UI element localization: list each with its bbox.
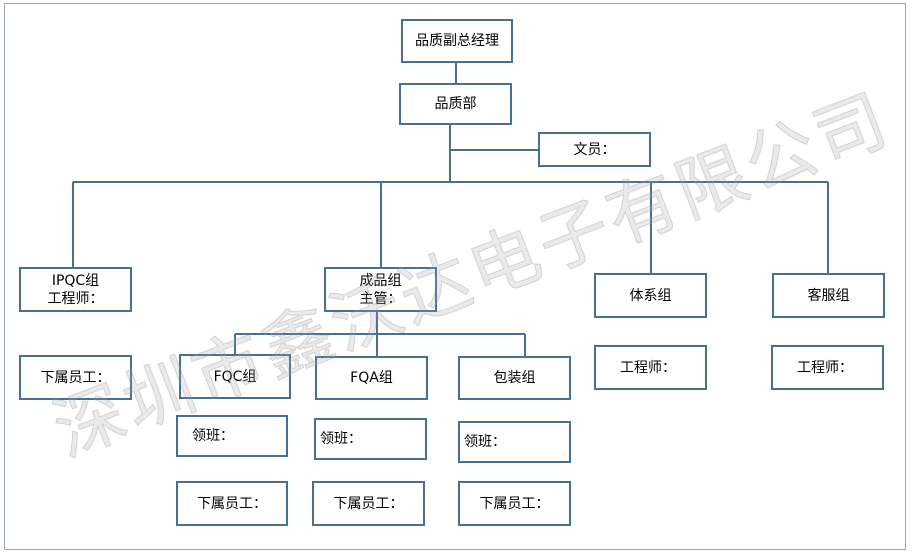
node-fqa: FQA组 [315, 356, 428, 400]
node-ipqc-line1: IPQC组 [51, 272, 100, 289]
node-fqc: FQC组 [179, 354, 291, 399]
node-fqa-staff: 下属员工： [312, 481, 425, 526]
node-packaging: 包装组 [458, 356, 571, 400]
node-finished-goods-line1: 成品组 [359, 272, 402, 289]
node-fqc-staff-label: 下属员工： [197, 495, 267, 512]
node-fqc-label: FQC组 [213, 368, 257, 385]
node-quality-dept-label: 品质部 [434, 96, 477, 112]
node-quality-vp: 品质副总经理 [401, 19, 513, 63]
node-fqa-lead-label: 领班： [320, 431, 362, 447]
node-ipqc-staff-label: 下属员工： [40, 369, 111, 386]
node-service-label: 客服组 [807, 287, 850, 304]
node-ipqc-line2: 工程师： [47, 290, 104, 307]
node-fqc-lead: 领班： [176, 415, 288, 457]
node-clerk: 文员： [538, 132, 651, 167]
node-system-engineer: 工程师： [594, 345, 707, 390]
node-ipqc: IPQC组 工程师： [19, 267, 132, 312]
node-clerk-label: 文员： [573, 141, 616, 158]
node-packaging-label: 包装组 [493, 370, 536, 386]
node-packaging-staff: 下属员工： [458, 481, 571, 526]
node-packaging-lead: 领班： [458, 421, 571, 463]
node-quality-vp-label: 品质副总经理 [415, 33, 499, 49]
node-fqa-label: FQA组 [350, 370, 393, 386]
node-quality-dept: 品质部 [399, 83, 512, 125]
node-ipqc-staff: 下属员工： [19, 355, 132, 400]
node-service-engineer-label: 工程师： [797, 359, 853, 376]
node-fqa-lead: 领班： [314, 418, 427, 460]
node-fqc-lead-label: 领班： [192, 428, 234, 444]
node-finished-goods: 成品组 主管： [324, 267, 437, 312]
node-service-engineer: 工程师： [771, 345, 884, 390]
node-fqc-staff: 下属员工： [176, 481, 288, 526]
node-fqa-staff-label: 下属员工： [333, 495, 404, 512]
node-packaging-staff-label: 下属员工： [479, 495, 550, 512]
node-system-engineer-label: 工程师： [620, 359, 676, 376]
node-system-label: 体系组 [629, 287, 672, 304]
node-system: 体系组 [594, 273, 707, 318]
node-finished-goods-line2: 主管： [359, 290, 402, 307]
node-service: 客服组 [772, 273, 885, 318]
node-packaging-lead-label: 领班： [464, 434, 506, 450]
